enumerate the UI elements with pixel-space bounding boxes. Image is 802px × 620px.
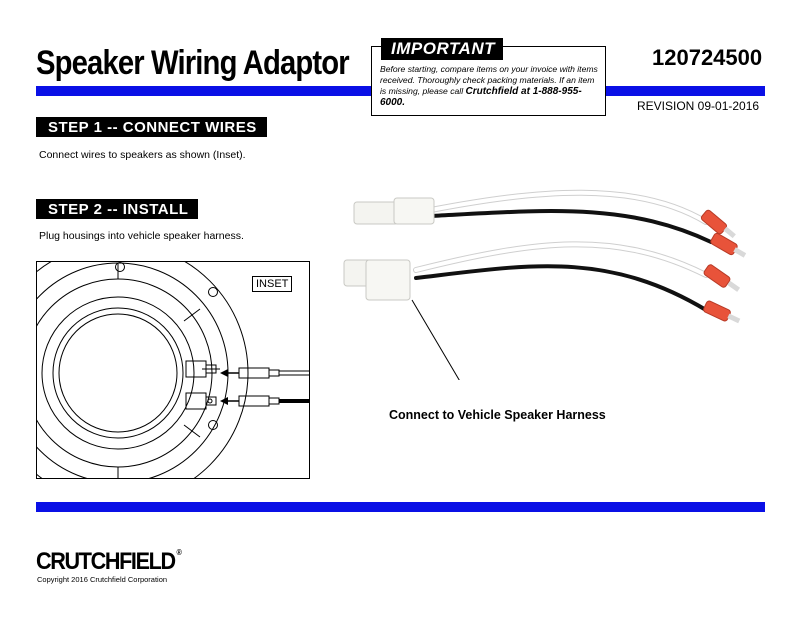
step-1-text: Connect wires to speakers as shown (Inse… <box>39 149 246 161</box>
photo-caption: Connect to Vehicle Speaker Harness <box>389 408 606 422</box>
speaker-inset-diagram <box>36 261 310 479</box>
important-heading: IMPORTANT <box>381 38 503 60</box>
footer-blue-bar <box>36 502 765 512</box>
wiring-adaptor-photo <box>343 189 747 380</box>
revision-date: REVISION 09-01-2016 <box>637 99 760 113</box>
important-phone: Crutchfield at 1-888-955-6000. <box>380 86 582 108</box>
header-blue-bar-left <box>36 86 372 96</box>
step-2-text: Plug housings into vehicle speaker harne… <box>39 230 244 242</box>
part-number: 120724500 <box>652 45 763 70</box>
important-body: Before starting, compare items on your i… <box>380 64 598 96</box>
header-blue-bar-right <box>604 86 765 96</box>
crutchfield-logo: CRUTCHFIELD® <box>36 548 182 576</box>
important-text: Before starting, compare items on your i… <box>380 64 602 108</box>
inset-label: INSET <box>252 276 293 292</box>
step-1-heading: STEP 1 -- CONNECT WIRES <box>36 117 267 137</box>
page-title: Speaker Wiring Adaptor <box>36 44 350 82</box>
copyright: Copyright 2016 Crutchfield Corporation <box>37 575 168 584</box>
logo-text: CRUTCHFIELD <box>36 548 176 575</box>
step-2-heading: STEP 2 -- INSTALL <box>36 199 199 219</box>
registered-mark-icon: ® <box>176 548 182 557</box>
